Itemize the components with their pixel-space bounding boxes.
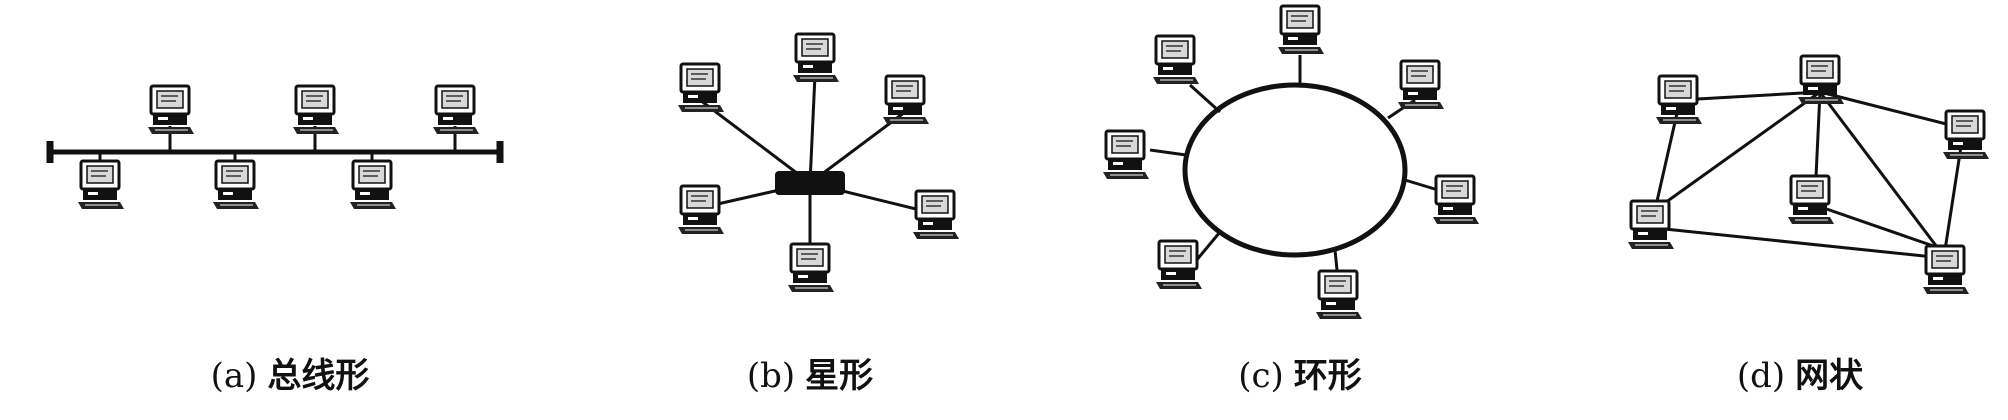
- caption-a-name: 总线形: [267, 356, 370, 396]
- caption-a-letter: (a): [210, 356, 258, 396]
- computer-icon: [1276, 4, 1326, 56]
- caption-c: (c)环形: [1150, 348, 1450, 397]
- computer-icon: [1314, 269, 1364, 321]
- computer-icon: [1154, 239, 1204, 291]
- computer-icon: [1101, 129, 1151, 181]
- caption-d-letter: (d): [1736, 356, 1786, 396]
- computer-icon: [348, 159, 398, 211]
- mesh-topology-panel: [1626, 54, 1991, 296]
- bus-topology-panel: [46, 84, 504, 211]
- computer-icon: [1626, 199, 1676, 251]
- hub-icon: [775, 171, 845, 195]
- computer-icon: [1654, 74, 1704, 126]
- caption-c-letter: (c): [1238, 356, 1284, 396]
- computer-icon: [76, 159, 126, 211]
- caption-d: (d)网状: [1650, 348, 1950, 397]
- computer-icon: [1941, 109, 1991, 161]
- computer-icon: [676, 62, 726, 114]
- computer-icon: [911, 189, 961, 241]
- caption-b-letter: (b): [746, 356, 796, 396]
- computer-icon: [1431, 174, 1481, 226]
- computer-icon: [1396, 59, 1446, 111]
- computer-icon: [1786, 174, 1836, 226]
- caption-d-name: 网状: [1795, 356, 1864, 396]
- caption-a: (a)总线形: [140, 348, 440, 397]
- computer-icon: [676, 184, 726, 236]
- computer-icon: [211, 159, 261, 211]
- star-topology-panel: [676, 32, 961, 294]
- caption-c-name: 环形: [1293, 356, 1362, 396]
- computer-icon: [1151, 34, 1201, 86]
- ring-topology-panel: [1101, 4, 1481, 321]
- caption-b: (b)星形: [660, 348, 960, 397]
- caption-b-name: 星形: [805, 356, 874, 396]
- computer-icon: [1921, 244, 1971, 296]
- computer-icon: [786, 242, 836, 294]
- computer-icon: [881, 74, 931, 126]
- ring-loop: [1182, 82, 1408, 258]
- computer-icon: [791, 32, 841, 84]
